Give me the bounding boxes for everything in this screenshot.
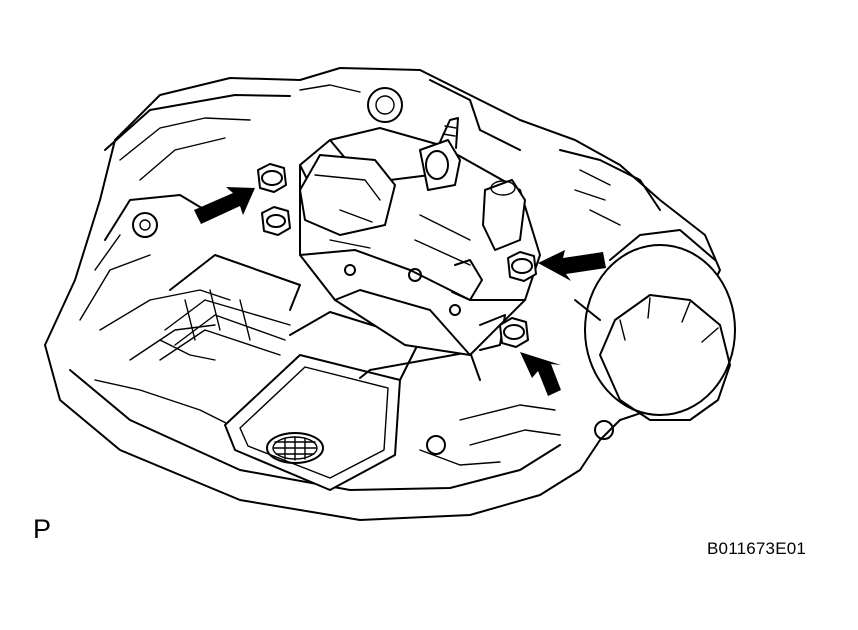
- callout-arrow-left: [194, 187, 255, 224]
- oil-pan: [44, 289, 651, 521]
- bolt-right-upper: [507, 251, 537, 282]
- callout-arrow-right-lower: [520, 352, 561, 396]
- transmission-case: [44, 67, 721, 346]
- figure-code: B011673E01: [707, 539, 807, 558]
- valve-body: [159, 254, 301, 361]
- bolt-left-lower: [261, 206, 291, 236]
- bolt-top-left: [257, 163, 287, 193]
- solenoid-assembly: [299, 117, 541, 356]
- oil-filter: [574, 229, 736, 421]
- oil-strainer: [224, 311, 481, 491]
- bolt-right-lower: [499, 317, 529, 348]
- callout-arrow-right-upper: [538, 250, 606, 281]
- view-label: P: [33, 514, 52, 544]
